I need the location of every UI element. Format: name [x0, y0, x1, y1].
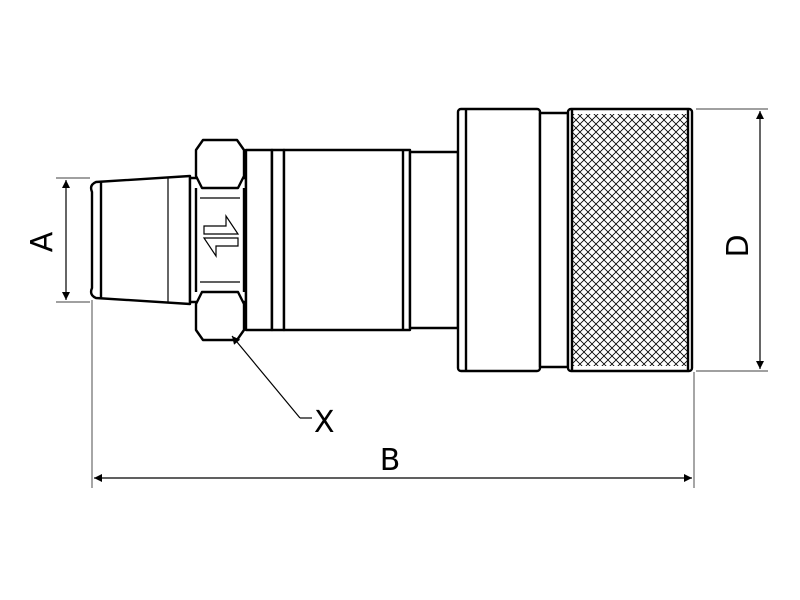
socket-sleeve: [456, 107, 694, 373]
leader-x: X: [231, 335, 335, 440]
dimension-d: D: [696, 108, 768, 372]
leader-x-label: X: [314, 405, 335, 440]
dimension-d-label: D: [721, 234, 756, 257]
thread-nipple: [89, 174, 192, 306]
collar-ring: [244, 148, 286, 332]
dimension-b-label: B: [380, 443, 401, 478]
dimension-a: A: [25, 177, 90, 303]
main-body: [282, 148, 460, 332]
dimension-a-label: A: [25, 231, 60, 252]
dimension-b: B: [91, 300, 695, 488]
hex-nut: [188, 138, 248, 342]
knurled-grip: [572, 114, 688, 366]
